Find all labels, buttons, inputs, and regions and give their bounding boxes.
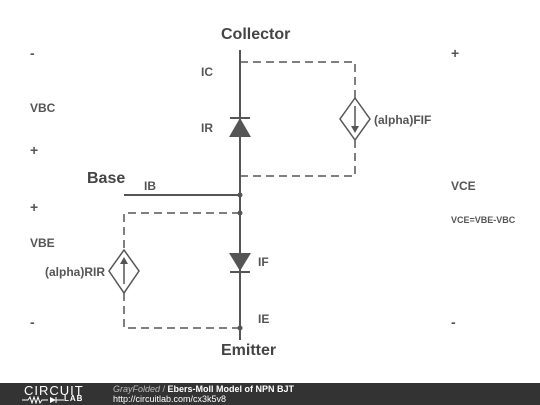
junction-dot-rir [237,210,243,216]
vce-minus-sign: - [451,314,456,330]
circuit-url[interactable]: http://circuitlab.com/cx3k5v8 [113,394,227,404]
collector-label: Collector [221,26,291,43]
vbc-minus-sign: - [30,45,35,61]
vce-label: VCE [451,179,476,193]
circuit-title[interactable]: Ebers-Moll Model of NPN BJT [167,384,295,394]
circuitlab-logo[interactable]: CIRCUIT LAB [22,384,94,404]
base-label: Base [87,170,126,187]
dashed-wire-fif-top [240,61,356,98]
logo-text-bottom: LAB [64,394,84,403]
diode-up-icon [229,117,251,137]
footer-bar: CIRCUIT LAB GrayFolded / Ebers-Moll Mode… [0,383,540,405]
alpha-rir-label: (alpha)RIR [45,265,105,279]
circuit-schematic [108,50,371,340]
logo-text-top: CIRCUIT [24,383,84,398]
vbe-label: VBE [30,236,55,250]
dashed-wire-rir-bottom [123,293,240,329]
author-link[interactable]: GrayFolded [113,384,161,394]
vce-plus-sign: + [451,45,460,61]
title-separator: / [160,384,168,394]
current-source-up-icon [108,248,140,295]
vbc-label: VBC [30,101,56,115]
if-label: IF [258,255,269,269]
ic-label: IC [201,65,213,79]
emitter-label: Emitter [221,342,277,359]
dashed-wire-fif-bottom [240,140,356,177]
dashed-wire-rir-top [123,212,240,250]
vce-equation: VCE=VBE-VBC [451,215,516,225]
logo-wave-icon [22,396,64,404]
junction-dot-emitter [237,325,243,331]
current-source-down-icon [339,96,371,142]
ib-label: IB [144,179,156,193]
vbc-plus-sign: + [30,142,39,158]
ie-label: IE [258,312,270,326]
alpha-fif-label: (alpha)FIF [374,113,432,127]
vbe-plus-sign: + [30,199,39,215]
footer-title-line: GrayFolded / Ebers-Moll Model of NPN BJT [113,385,294,394]
vbe-minus-sign: - [30,314,35,330]
diode-down-icon [229,253,251,273]
ir-label: IR [201,121,213,135]
junction-dot-base [237,192,243,198]
